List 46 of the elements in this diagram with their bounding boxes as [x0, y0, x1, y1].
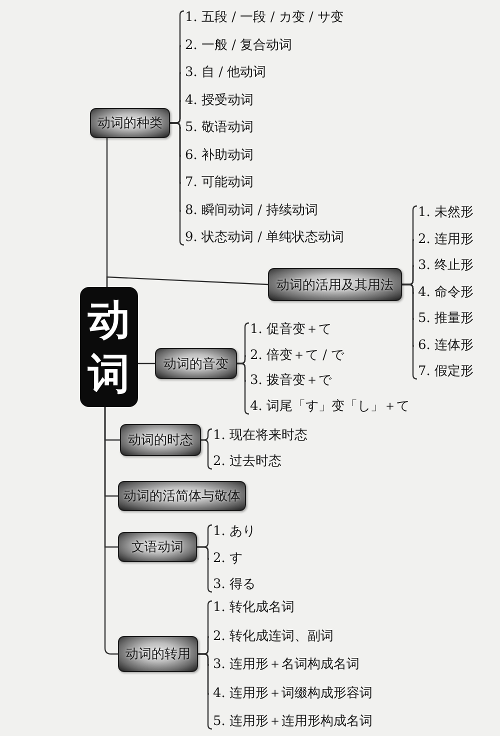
item-text: 3. 终止形	[414, 256, 474, 276]
item-text: 3. 连用形＋名词构成名词	[209, 655, 360, 675]
item-text: 1. 五段 / 一段 / カ变 / サ变	[181, 8, 344, 28]
item-text: 2. 一般 / 复合动词	[181, 36, 292, 56]
item-text: 1. 未然形	[414, 203, 474, 223]
item-text: 5. 连用形＋连用形构成名词	[209, 712, 373, 732]
item-text: 3. 拨音变＋で	[246, 371, 332, 391]
item-text: 6. 补助动词	[181, 146, 254, 166]
topic-box: 动词的转用	[118, 636, 198, 672]
item-text: 9. 状态动词 / 单纯状态动词	[181, 228, 344, 248]
branch-line	[106, 276, 268, 287]
item-text: 7. 假定形	[414, 362, 474, 382]
brace-line	[201, 439, 212, 470]
brace-line	[402, 284, 418, 380]
topic-box: 文语动词	[118, 532, 197, 562]
item-text: 4. 词尾「す」变「し」＋て	[246, 397, 410, 417]
item-text: 2. 连用形	[414, 230, 474, 250]
item-text: 4. 连用形＋词缀构成形容词	[209, 684, 373, 704]
item-text: 1. 转化成名词	[209, 598, 295, 618]
brace-line	[198, 653, 212, 730]
item-text: 2. す	[209, 549, 243, 569]
item-text: 6. 连体形	[414, 336, 474, 356]
item-text: 8. 瞬间动词 / 持续动词	[181, 201, 318, 221]
branch-line	[138, 362, 155, 364]
item-text: 1. あり	[209, 522, 256, 542]
item-text: 1. 促音变＋て	[246, 320, 332, 340]
brace-line	[170, 122, 184, 246]
item-text: 4. 命令形	[414, 283, 474, 303]
topic-box: 动词的种类	[90, 108, 170, 138]
item-text: 2. 转化成连词、副词	[209, 627, 334, 647]
central-topic-box: 动词	[80, 287, 138, 407]
topic-box: 动词的音变	[155, 348, 237, 379]
topic-box: 动词的活用及其用法	[268, 268, 402, 301]
item-text: 3. 自 / 他动词	[181, 63, 266, 83]
item-text: 7. 可能动词	[181, 173, 254, 193]
item-text: 5. 推量形	[414, 309, 474, 329]
brace-line	[197, 546, 212, 593]
topic-box: 动词的时态	[120, 424, 201, 456]
topic-box: 动词的活简体与敬体	[118, 481, 246, 511]
item-text: 2. 过去时态	[209, 452, 282, 472]
item-text: 2. 倍变＋て / で	[246, 346, 344, 366]
item-text: 1. 现在将来时态	[209, 426, 308, 446]
item-text: 4. 授受动词	[181, 91, 254, 111]
brace-line	[237, 362, 250, 415]
item-text: 3. 得る	[209, 575, 256, 595]
item-text: 5. 敬语动词	[181, 118, 254, 138]
